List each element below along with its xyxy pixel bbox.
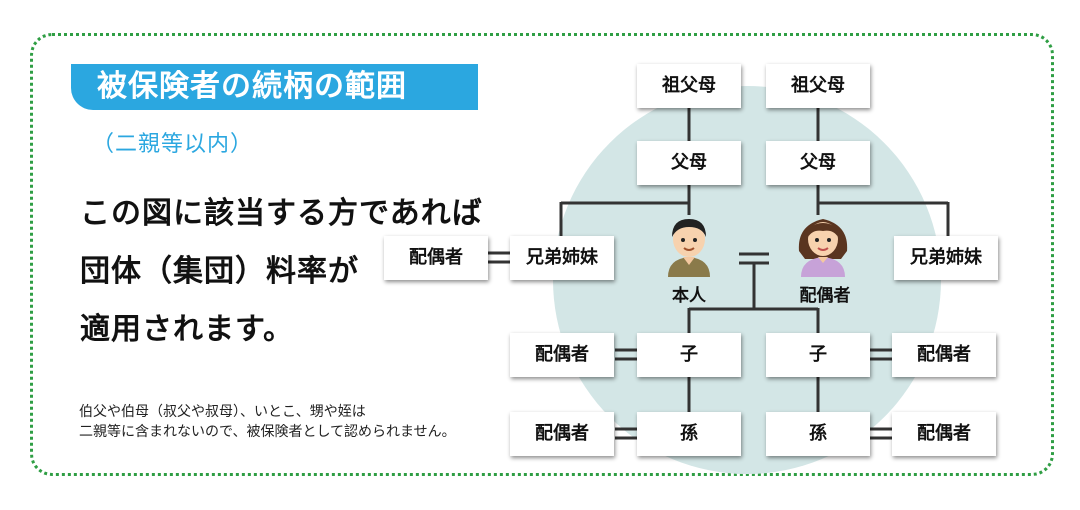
grandchild-left-box: 孫 <box>637 412 741 456</box>
subtitle: （二親等以内） <box>92 132 254 157</box>
lead-line-3: 適用されます。 <box>80 312 294 347</box>
spouse-person-icon <box>798 219 848 277</box>
grandchild-right-box: 孫 <box>766 412 870 456</box>
grandparents-left-box: 祖父母 <box>637 64 741 108</box>
relationship-circle <box>553 86 941 474</box>
note-text: 伯父や伯母（叔父や叔母）、いとこ、甥や姪は 二親等に含まれないので、被保険者とし… <box>79 402 456 442</box>
dotted-frame <box>30 33 1054 476</box>
child-left-box: 子 <box>637 333 741 377</box>
grandparents-right-box: 祖父母 <box>766 64 870 108</box>
spouse-label: 配偶者 <box>799 286 851 306</box>
parents-right-box: 父母 <box>766 141 870 185</box>
child-right-box: 子 <box>766 333 870 377</box>
sibling-spouse-box: 配偶者 <box>384 236 488 280</box>
child-spouse-left-box: 配偶者 <box>510 333 614 377</box>
grandchild-spouse-right-box: 配偶者 <box>892 412 996 456</box>
self-label: 本人 <box>672 286 706 306</box>
page-title: 被保険者の続柄の範囲 <box>71 64 478 110</box>
child-spouse-right-box: 配偶者 <box>892 333 996 377</box>
lead-line-2: 団体（集団）料率が <box>80 254 359 289</box>
grandchild-spouse-left-box: 配偶者 <box>510 412 614 456</box>
lead-line-1: この図に該当する方であれば <box>80 196 483 231</box>
note-line-2: 二親等に含まれないので、被保険者として認められません。 <box>79 424 456 440</box>
note-line-1: 伯父や伯母（叔父や叔母）、いとこ、甥や姪は <box>79 404 366 420</box>
siblings-left-box: 兄弟姉妹 <box>510 236 614 280</box>
siblings-right-box: 兄弟姉妹 <box>894 236 998 280</box>
self-person-icon <box>668 219 710 277</box>
parents-left-box: 父母 <box>637 141 741 185</box>
